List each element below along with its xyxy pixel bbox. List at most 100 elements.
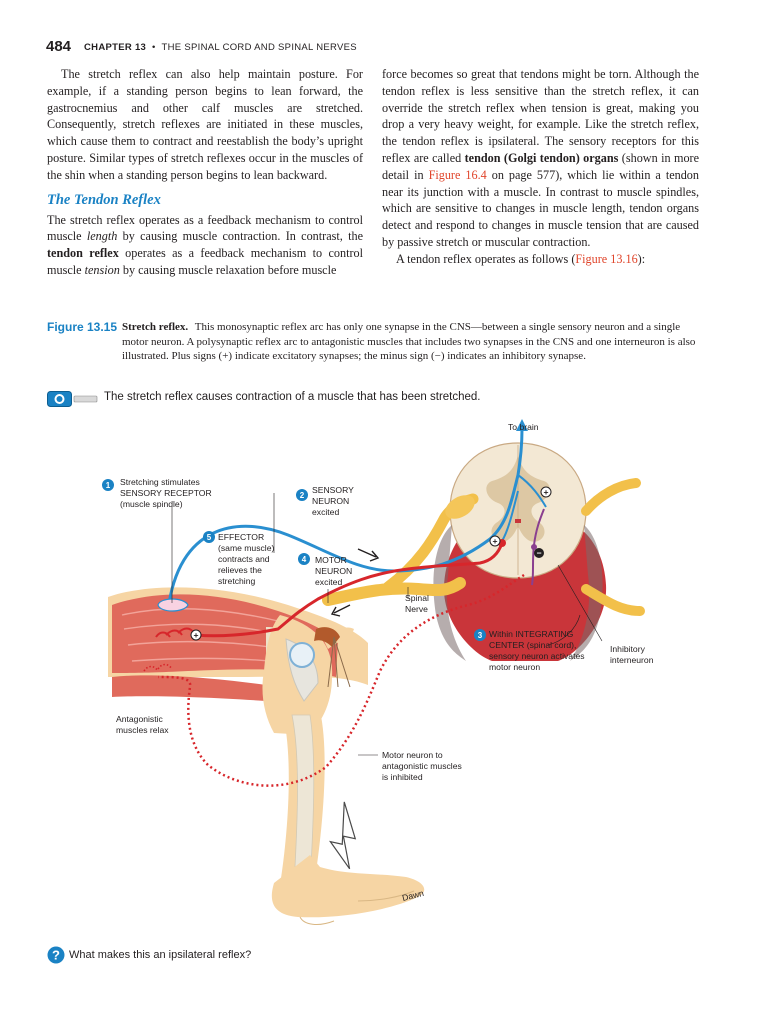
key-term: tendon reflex [47, 246, 119, 261]
label-step3: sensory neuron activates [489, 651, 585, 661]
text-run: The stretch reflex operates as a feedbac… [47, 212, 363, 244]
key-term: tendon (Golgi tendon) organs [464, 150, 619, 165]
left-column: The stretch reflex can also help maintai… [47, 66, 363, 279]
chapter-title: THE SPINAL CORD AND SPINAL NERVES [161, 42, 357, 53]
paragraph: force becomes so great that tendons migh… [382, 66, 699, 251]
paragraph: The stretch reflex operates as a feedbac… [47, 212, 363, 279]
arrow-to-brain [516, 419, 528, 431]
step-number: 4 [302, 555, 307, 564]
chapter-label: CHAPTER 13 [84, 42, 147, 53]
text-run: force becomes so great that tendons migh… [382, 67, 699, 165]
text-run: (shown in more detail in [382, 150, 700, 182]
label-spinal-nerve: Nerve [405, 604, 428, 614]
label-motor-to-antagonist: is inhibited [382, 772, 423, 782]
excitatory-synapse-sign: + [190, 629, 202, 641]
bullet: • [152, 42, 156, 53]
text-run: A tendon reflex operates as follows ( [396, 251, 576, 266]
step-marker [474, 629, 486, 641]
page-header: 484 CHAPTER 13 • THE SPINAL CORD AND SPI… [46, 38, 726, 58]
running-head: CHAPTER 13 • THE SPINAL CORD AND SPINAL … [84, 42, 357, 53]
spinal-nerve [322, 577, 466, 606]
media-caption: The stretch reflex causes contraction of… [104, 391, 481, 403]
text-run: operates as a feedback mechanism to cont… [47, 246, 363, 277]
emphasis: tension [84, 262, 120, 277]
plus-sign: + [193, 630, 198, 640]
label-step3: motor neuron [489, 662, 540, 672]
excitatory-synapse-sign: + [540, 486, 552, 498]
emphasis: length [86, 229, 118, 244]
label-step4: NEURON [315, 566, 352, 576]
label-to-brain: To brain [508, 422, 539, 432]
label-step2: SENSORY [312, 485, 354, 495]
stretch-reflex-diagram: Dawn + + − + To brain 1 Stretching stimu… [102, 419, 654, 925]
label-step2: NEURON [312, 496, 349, 506]
step-number: 1 [106, 481, 111, 490]
label-step3: CENTER (spinal cord), [489, 640, 576, 650]
label-step1: Stretching stimulates [120, 477, 200, 487]
paragraph: A tendon reflex operates as follows (Fig… [382, 251, 699, 268]
step-marker [298, 553, 310, 565]
label-inhibitory-interneuron: Inhibitory [610, 644, 646, 654]
step-number: 5 [207, 533, 212, 542]
label-antagonistic-muscles: Antagonistic [116, 714, 164, 724]
label-motor-to-antagonist: Motor neuron to [382, 750, 443, 760]
label-step1: SENSORY RECEPTOR [120, 488, 212, 498]
step-marker [296, 489, 308, 501]
sensory-neuron-branch [501, 490, 519, 542]
label-step5: stretching [218, 576, 255, 586]
question-glyph: ? [52, 948, 60, 963]
text-run: on page 577), which lie within a tendon … [382, 167, 699, 249]
label-step5: EFFECTOR [218, 532, 264, 542]
figure-link[interactable]: Figure 13.16 [575, 251, 638, 266]
label-step5: (same muscle) [218, 543, 274, 553]
text-run: ): [637, 251, 646, 266]
figure-caption: Figure 13.15 Stretch reflex. This monosy… [47, 320, 707, 364]
label-step5: relieves the [218, 565, 262, 575]
leg-illustration: Dawn [108, 587, 425, 925]
step-marker [102, 479, 114, 491]
muscle-spindle [157, 598, 189, 612]
dorsal-root-ganglion [445, 495, 475, 519]
figure-number: Figure 13.15 [47, 320, 118, 334]
spinal-cord-section [433, 442, 607, 661]
media-note: The stretch reflex causes contraction of… [47, 389, 707, 409]
text-run: by causing muscle relaxation before musc… [119, 262, 337, 277]
question-icon: ? [47, 946, 65, 964]
section-heading: The Tendon Reflex [47, 191, 161, 208]
right-ventral-root [581, 584, 645, 616]
question-text: What makes this an ipsilateral reflex? [69, 949, 252, 961]
leader-line [557, 564, 603, 642]
caption-text: Stretch reflex. This monosynaptic reflex… [122, 320, 707, 364]
figure-title: Stretch reflex. [122, 321, 189, 333]
sensory-neuron-branch [517, 474, 547, 508]
text-run: by causing muscle contraction. In contra… [117, 229, 363, 244]
leader-line [547, 614, 581, 646]
right-root [581, 478, 641, 516]
interneuron-body [531, 544, 537, 550]
label-step1: (muscle spindle) [120, 499, 183, 509]
label-step4: MOTOR [315, 555, 347, 565]
right-column: force becomes so great that tendons migh… [382, 66, 699, 268]
minus-sign: − [536, 548, 541, 558]
label-step3: Within INTEGRATING [489, 629, 574, 639]
label-spinal-nerve: Spinal [405, 593, 429, 603]
inhibitory-synapse-sign: − [534, 548, 544, 558]
figure-link[interactable]: Figure 16.4 [428, 167, 487, 182]
label-inhibitory-interneuron: interneuron [610, 655, 654, 665]
impulse-arrow [330, 604, 351, 617]
plus-sign: + [492, 536, 497, 546]
motor-neuron-to-antagonist [157, 573, 525, 787]
label-step5: contracts and [218, 554, 270, 564]
motor-neuron-axon [195, 542, 504, 638]
label-step4: excited [315, 577, 342, 587]
plus-sign: + [543, 487, 548, 497]
step-number: 3 [478, 631, 483, 640]
checkpoint-question: ? What makes this an ipsilateral reflex? [47, 946, 447, 966]
page-number: 484 [46, 38, 72, 55]
media-player-icon[interactable] [47, 391, 99, 407]
impulse-arrow [357, 548, 380, 562]
label-antagonistic-muscles: muscles relax [116, 725, 169, 735]
caption-body: This monosynaptic reflex arc has only on… [122, 321, 696, 362]
excitatory-synapse-sign: + [489, 535, 501, 547]
step-marker [203, 531, 215, 543]
